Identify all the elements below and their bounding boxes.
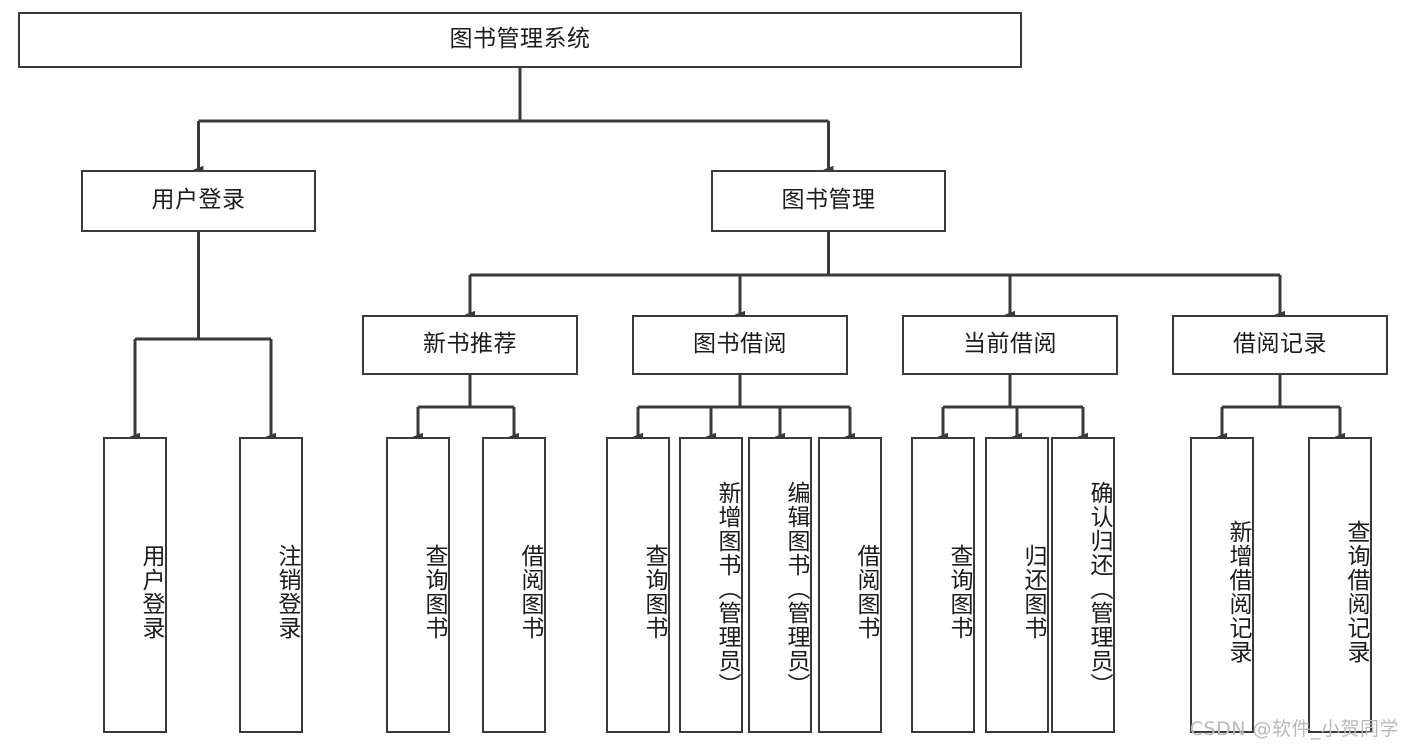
node-leaf-borrow-edit-book-label: 编辑图书（管理员） (783, 481, 809, 697)
node-leaf-rec-borrow-book-label: 借阅图书 (517, 544, 543, 640)
node-leaf-cur-return-book[interactable]: 归还图书 (985, 437, 1049, 733)
tree-edges (135, 68, 1340, 437)
node-leaf-user-login[interactable]: 用户登录 (103, 437, 167, 733)
node-leaf-borrow-query-book[interactable]: 查询图书 (606, 437, 670, 733)
node-leaf-rec-query-book[interactable]: 查询图书 (386, 437, 450, 733)
node-leaf-borrow-query-book-label: 查询图书 (641, 544, 667, 640)
node-book-manage-label: 图书管理 (781, 187, 876, 214)
node-leaf-borrow-edit-book[interactable]: 编辑图书（管理员） (748, 437, 812, 733)
node-book-manage[interactable]: 图书管理 (711, 170, 946, 232)
node-book-borrow-label: 图书借阅 (693, 331, 787, 358)
node-leaf-borrow-borrow-book[interactable]: 借阅图书 (818, 437, 882, 733)
node-leaf-rec-add-record[interactable]: 新增借阅记录 (1190, 437, 1254, 733)
node-root[interactable]: 图书管理系统 (18, 12, 1022, 68)
node-root-label: 图书管理系统 (449, 26, 591, 53)
node-leaf-rec-query-book-label: 查询图书 (421, 544, 447, 640)
node-leaf-rec-borrow-book[interactable]: 借阅图书 (482, 437, 546, 733)
csdn-watermark: CSDN @软件_小贺同学 (1189, 718, 1399, 740)
node-leaf-cur-confirm-return[interactable]: 确认归还（管理员） (1051, 437, 1115, 733)
node-leaf-cur-confirm-return-label: 确认归还（管理员） (1086, 481, 1112, 697)
node-book-borrow[interactable]: 图书借阅 (632, 315, 848, 375)
node-leaf-user-login-label: 用户登录 (138, 544, 164, 640)
node-leaf-borrow-add-book[interactable]: 新增图书（管理员） (679, 437, 743, 733)
node-leaf-cur-query-book-label: 查询图书 (946, 544, 972, 640)
node-borrow-record[interactable]: 借阅记录 (1172, 315, 1388, 375)
node-leaf-user-logout[interactable]: 注销登录 (239, 437, 303, 733)
node-leaf-user-logout-label: 注销登录 (274, 544, 300, 640)
node-leaf-borrow-borrow-book-label: 借阅图书 (853, 544, 879, 640)
node-leaf-cur-query-book[interactable]: 查询图书 (911, 437, 975, 733)
node-leaf-rec-query-record-label: 查询借阅记录 (1343, 520, 1369, 664)
node-new-book-recommend[interactable]: 新书推荐 (362, 315, 578, 375)
node-user-login-label: 用户登录 (151, 187, 246, 214)
node-leaf-rec-add-record-label: 新增借阅记录 (1225, 520, 1251, 664)
node-user-login[interactable]: 用户登录 (81, 170, 316, 232)
node-leaf-cur-return-book-label: 归还图书 (1020, 544, 1046, 640)
node-new-book-recommend-label: 新书推荐 (423, 331, 517, 358)
node-borrow-record-label: 借阅记录 (1233, 331, 1327, 358)
node-current-borrow[interactable]: 当前借阅 (902, 315, 1118, 375)
node-leaf-rec-query-record[interactable]: 查询借阅记录 (1308, 437, 1372, 733)
node-current-borrow-label: 当前借阅 (963, 331, 1057, 358)
node-leaf-borrow-add-book-label: 新增图书（管理员） (714, 481, 740, 697)
